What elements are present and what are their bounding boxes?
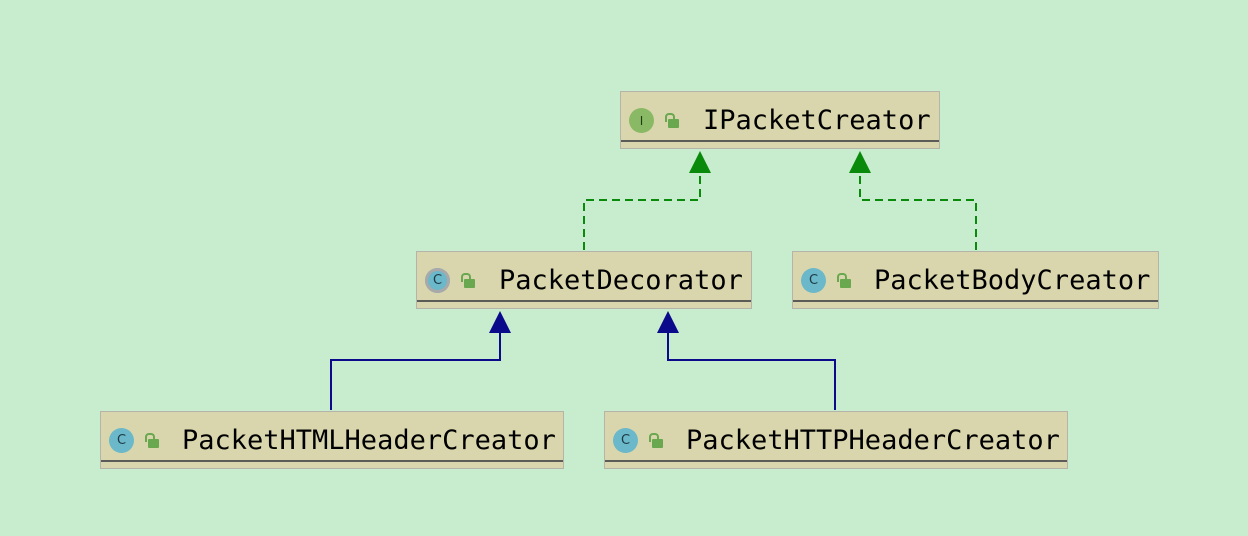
node-packetbodycreator[interactable]: C PacketBodyCreator [792, 251, 1159, 309]
node-label-packetdecorator: PacketDecorator [499, 265, 743, 296]
edge-packetdecorator-implements-ipacketcreator [583, 151, 711, 250]
node-label-packethttpheadercreator: PacketHTTPHeaderCreator [686, 425, 1060, 456]
public-lock-icon [144, 433, 160, 449]
node-label-packetbodycreator: PacketBodyCreator [874, 265, 1151, 296]
class-icon: C [613, 428, 638, 453]
class-icon: C [801, 268, 826, 293]
edge-packethtmlheadercreator-extends-packetdecorator [330, 311, 511, 410]
public-lock-icon [648, 433, 664, 449]
edge-packethttpheadercreator-extends-packetdecorator [657, 311, 836, 410]
interface-icon: I [629, 108, 654, 133]
node-ipacketcreator[interactable]: I IPacketCreator [620, 91, 940, 149]
node-packethtmlheadercreator[interactable]: C PacketHTMLHeaderCreator [100, 411, 564, 469]
node-label-ipacketcreator: IPacketCreator [703, 105, 931, 136]
node-label-packethtmlheadercreator: PacketHTMLHeaderCreator [182, 425, 556, 456]
abstract-class-icon: C [425, 268, 450, 293]
public-lock-icon [664, 113, 680, 129]
class-icon: C [109, 428, 134, 453]
public-lock-icon [460, 273, 476, 289]
public-lock-icon [836, 273, 852, 289]
node-packethttpheadercreator[interactable]: C PacketHTTPHeaderCreator [604, 411, 1068, 469]
node-packetdecorator[interactable]: C PacketDecorator [416, 251, 752, 309]
edge-packetbodycreator-implements-ipacketcreator [849, 151, 977, 250]
